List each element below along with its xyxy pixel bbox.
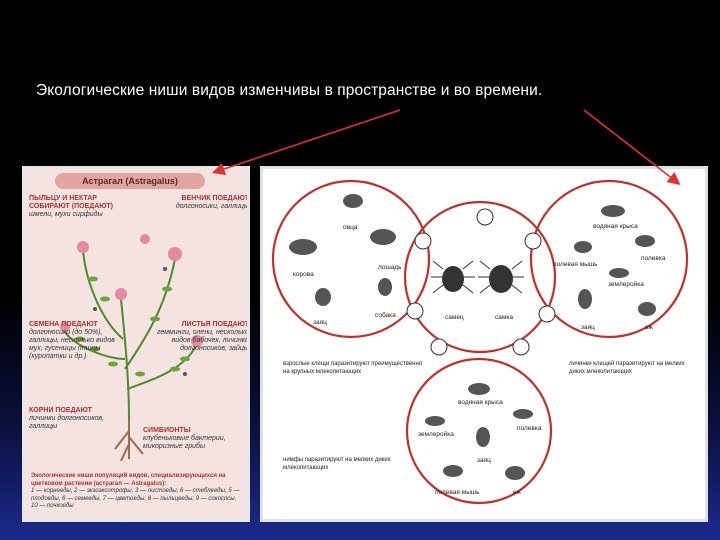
arrow-left <box>215 110 400 172</box>
arrow-right <box>584 110 678 183</box>
